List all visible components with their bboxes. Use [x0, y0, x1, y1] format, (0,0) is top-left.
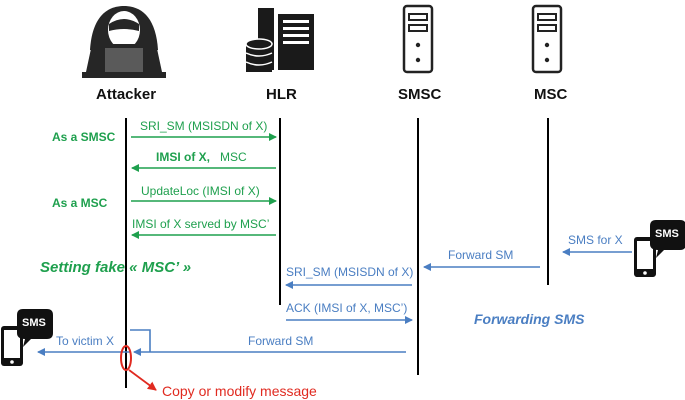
msg-imsi-served-label: IMSI of X served by MSC’: [132, 217, 270, 231]
msg-forward-sm-1-label: Forward SM: [448, 248, 514, 262]
msg-forward-sm-2-label: Forward SM: [248, 334, 314, 348]
msg-imsi-bold: IMSI of X,: [156, 150, 210, 164]
msg-sri-sm-label: SRI_SM (MSISDN of X): [140, 119, 268, 133]
actor-msc-label: MSC: [534, 86, 568, 103]
copy-modify-annotation: Copy or modify message: [162, 383, 317, 399]
actor-hlr-label: HLR: [266, 86, 297, 103]
interception-marker: [120, 345, 132, 371]
msg-msc-text: MSC: [220, 150, 247, 164]
phase-setting-fake-msc: Setting fake « MSC’ »: [40, 259, 192, 276]
sms-badge-right: SMS: [655, 228, 679, 240]
arrow-to-victim: [130, 329, 151, 352]
phase-as-smsc: As a SMSC: [52, 130, 116, 144]
msg-sms-for-x-label: SMS for X: [568, 233, 623, 247]
actor-smsc-label: SMSC: [398, 86, 442, 103]
phase-forwarding-sms: Forwarding SMS: [474, 311, 585, 327]
interception-arrow: [128, 369, 157, 391]
msg-to-victim-label: To victim X: [56, 334, 115, 348]
sms-phone-icon-victim: [1, 309, 53, 366]
actor-attacker-label: Attacker: [96, 86, 157, 103]
phase-as-msc: As a MSC: [52, 196, 108, 210]
msg-updateloc-label: UpdateLoc (IMSI of X): [141, 184, 260, 198]
msg-sri-sm-2-label: SRI_SM (MSISDN of X): [286, 265, 414, 279]
hlr-server-icon: [245, 8, 314, 72]
sms-badge-left: SMS: [22, 317, 46, 329]
hacker-icon: [82, 6, 166, 78]
smsc-server-icon: [402, 4, 434, 74]
sms-phone-icon: [634, 220, 685, 277]
msg-ack-label: ACK (IMSI of X, MSC’): [286, 301, 408, 315]
msc-server-icon: [531, 4, 563, 74]
msg-imsi-msc-label: IMSI of X, MSC: [156, 151, 247, 163]
